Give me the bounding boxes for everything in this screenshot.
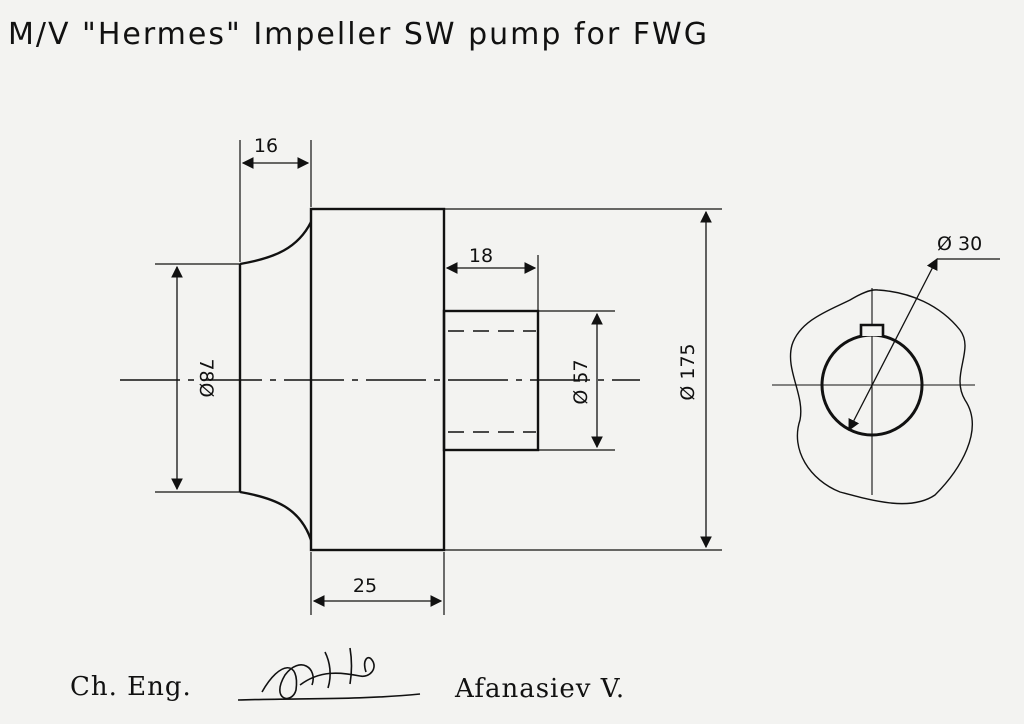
drawing-title: M/V "Hermes" Impeller SW pump for FWG: [8, 17, 709, 52]
handwritten-signature: [237, 647, 421, 701]
dim-30-diameter: Ø 30: [937, 233, 982, 255]
impeller-profile: [238, 207, 540, 552]
bore-end-view: Ø 30: [772, 233, 1000, 505]
dim-57-diameter: Ø 57: [570, 359, 592, 404]
engineer-name: Afanasiev V.: [454, 674, 625, 704]
break-outline: [789, 289, 973, 505]
dim-78-diameter: 78Ø: [195, 358, 217, 397]
hidden-bore-lines: [448, 330, 536, 433]
dim-30-leader: [848, 257, 938, 432]
role-label: Ch. Eng.: [70, 672, 192, 702]
dim-175-diameter: Ø 175: [677, 343, 699, 400]
dimension-lines: [171, 157, 712, 607]
dim-18-width: 18: [469, 245, 493, 267]
dim-25-width: 25: [353, 575, 377, 597]
extension-lines: [155, 140, 722, 615]
keyway: [859, 323, 885, 336]
dim-16-width: 16: [254, 135, 278, 157]
